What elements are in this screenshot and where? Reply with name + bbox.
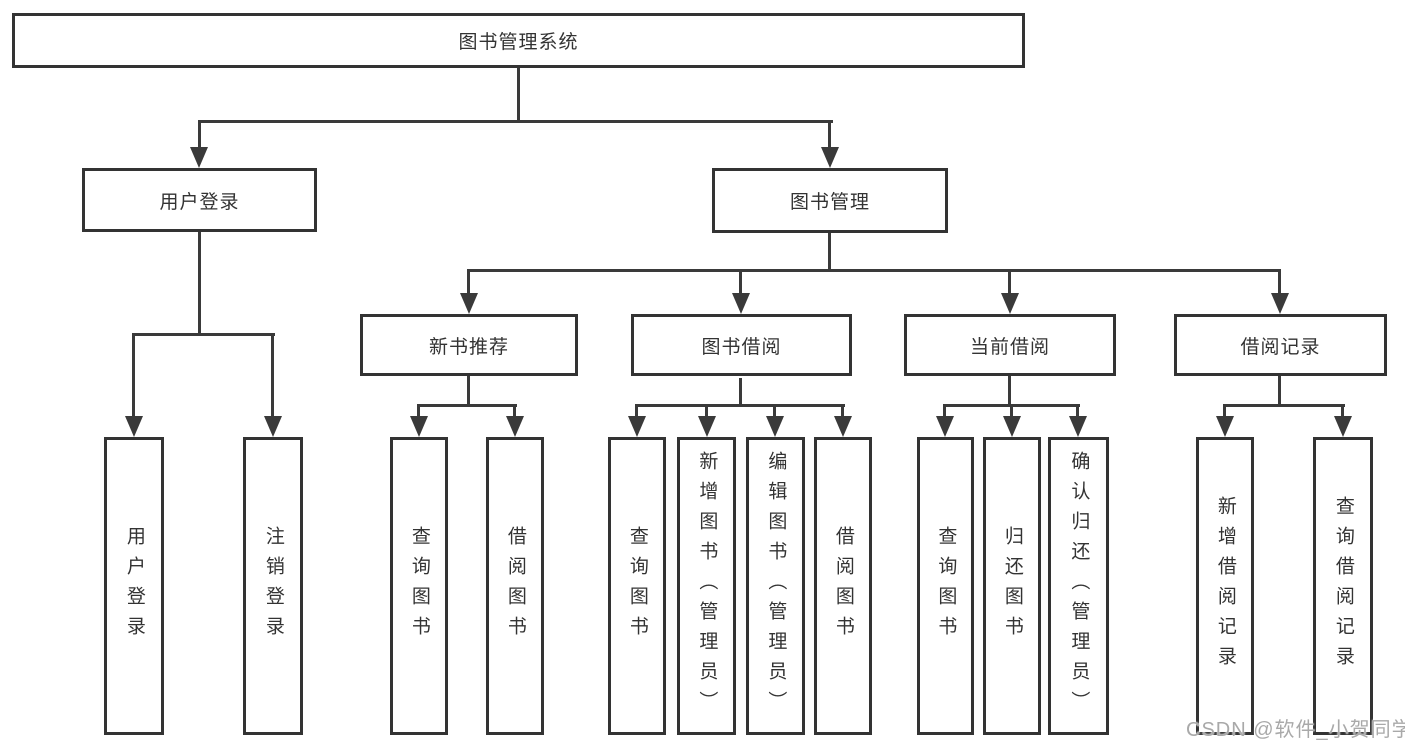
connector-line (1278, 376, 1281, 407)
leaf-confirm-return-admin-label: 确认归还（管理员） (1068, 451, 1090, 721)
connector-line (1008, 269, 1011, 297)
connector-line (943, 404, 946, 420)
leaf-user-login: 用户登录 (104, 437, 164, 735)
connector-line (517, 68, 520, 122)
connector-line (635, 404, 638, 420)
arrowhead-icon (821, 147, 839, 168)
connector-line (828, 233, 831, 272)
leaf-borrow-books-recommend: 借阅图书 (486, 437, 544, 735)
connector-line (271, 333, 274, 420)
connector-line (198, 232, 201, 336)
leaf-confirm-return-admin: 确认归还（管理员） (1048, 437, 1109, 735)
connector-line (1341, 404, 1344, 420)
node-book-management: 图书管理 (712, 168, 948, 233)
node-new-book-recommend-label: 新书推荐 (428, 336, 509, 358)
leaf-borrow-books-recommend-label: 借阅图书 (504, 526, 526, 646)
arrowhead-icon (698, 416, 716, 437)
connector-line (635, 404, 845, 407)
leaf-query-books-borrow-label: 查询图书 (626, 526, 648, 646)
connector-line (739, 378, 742, 407)
arrowhead-icon (1003, 416, 1021, 437)
connector-line (417, 404, 420, 420)
arrowhead-icon (190, 147, 208, 168)
connector-line (773, 404, 776, 420)
connector-line (132, 333, 135, 420)
connector-line (467, 376, 470, 407)
leaf-query-borrow-record-label: 查询借阅记录 (1332, 496, 1354, 676)
arrowhead-icon (1216, 416, 1234, 437)
arrowhead-icon (766, 416, 784, 437)
connector-line (828, 120, 831, 148)
arrowhead-icon (936, 416, 954, 437)
node-user-login-label: 用户登录 (159, 191, 240, 213)
leaf-logout-label: 注销登录 (262, 526, 284, 646)
node-root-label: 图书管理系统 (458, 32, 579, 53)
node-current-borrow-label: 当前借阅 (969, 336, 1050, 358)
connector-line (1223, 404, 1345, 407)
node-borrow-records: 借阅记录 (1174, 314, 1387, 376)
arrowhead-icon (834, 416, 852, 437)
connector-line (1008, 376, 1011, 407)
leaf-edit-book-admin-label: 编辑图书（管理员） (765, 451, 787, 721)
arrowhead-icon (1334, 416, 1352, 437)
leaf-query-books-recommend: 查询图书 (390, 437, 448, 735)
leaf-add-book-admin-label: 新增图书（管理员） (696, 451, 718, 721)
connector-line (467, 269, 1281, 272)
arrowhead-icon (125, 416, 143, 437)
connector-line (132, 333, 275, 336)
arrowhead-icon (628, 416, 646, 437)
connector-line (739, 269, 742, 297)
arrowhead-icon (410, 416, 428, 437)
leaf-query-books-borrow: 查询图书 (608, 437, 666, 735)
connector-line (705, 404, 708, 420)
leaf-query-books-current: 查询图书 (917, 437, 974, 735)
connector-line (1223, 404, 1226, 420)
arrowhead-icon (460, 293, 478, 314)
connector-line (198, 120, 833, 123)
leaf-query-books-current-label: 查询图书 (935, 526, 957, 646)
leaf-return-books: 归还图书 (983, 437, 1041, 735)
connector-line (1010, 404, 1013, 420)
arrowhead-icon (1001, 293, 1019, 314)
leaf-borrow-books-label: 借阅图书 (832, 526, 854, 646)
leaf-add-borrow-record: 新增借阅记录 (1196, 437, 1254, 735)
node-root: 图书管理系统 (12, 13, 1025, 68)
leaf-borrow-books: 借阅图书 (814, 437, 872, 735)
connector-line (841, 404, 844, 420)
arrowhead-icon (506, 416, 524, 437)
node-new-book-recommend: 新书推荐 (360, 314, 578, 376)
node-book-borrow-label: 图书借阅 (701, 336, 782, 358)
connector-line (467, 269, 470, 297)
connector-line (1278, 269, 1281, 297)
leaf-edit-book-admin: 编辑图书（管理员） (746, 437, 805, 735)
arrowhead-icon (732, 293, 750, 314)
connector-line (417, 404, 517, 407)
leaf-add-book-admin: 新增图书（管理员） (677, 437, 736, 735)
leaf-query-borrow-record: 查询借阅记录 (1313, 437, 1373, 735)
leaf-query-books-recommend-label: 查询图书 (408, 526, 430, 646)
leaf-user-login-label: 用户登录 (123, 526, 145, 646)
node-book-management-label: 图书管理 (789, 192, 870, 213)
connector-line (1076, 404, 1079, 420)
leaf-logout: 注销登录 (243, 437, 303, 735)
arrowhead-icon (1069, 416, 1087, 437)
arrowhead-icon (264, 416, 282, 437)
leaf-add-borrow-record-label: 新增借阅记录 (1214, 496, 1236, 676)
arrowhead-icon (1271, 293, 1289, 314)
node-book-borrow: 图书借阅 (631, 314, 852, 376)
node-borrow-records-label: 借阅记录 (1240, 336, 1321, 358)
connector-line (198, 120, 201, 148)
leaf-return-books-label: 归还图书 (1001, 526, 1023, 646)
node-current-borrow: 当前借阅 (904, 314, 1116, 376)
watermark-text: CSDN @软件_小贺同学 (1186, 719, 1405, 741)
connector-line (513, 404, 516, 420)
node-user-login: 用户登录 (82, 168, 317, 232)
